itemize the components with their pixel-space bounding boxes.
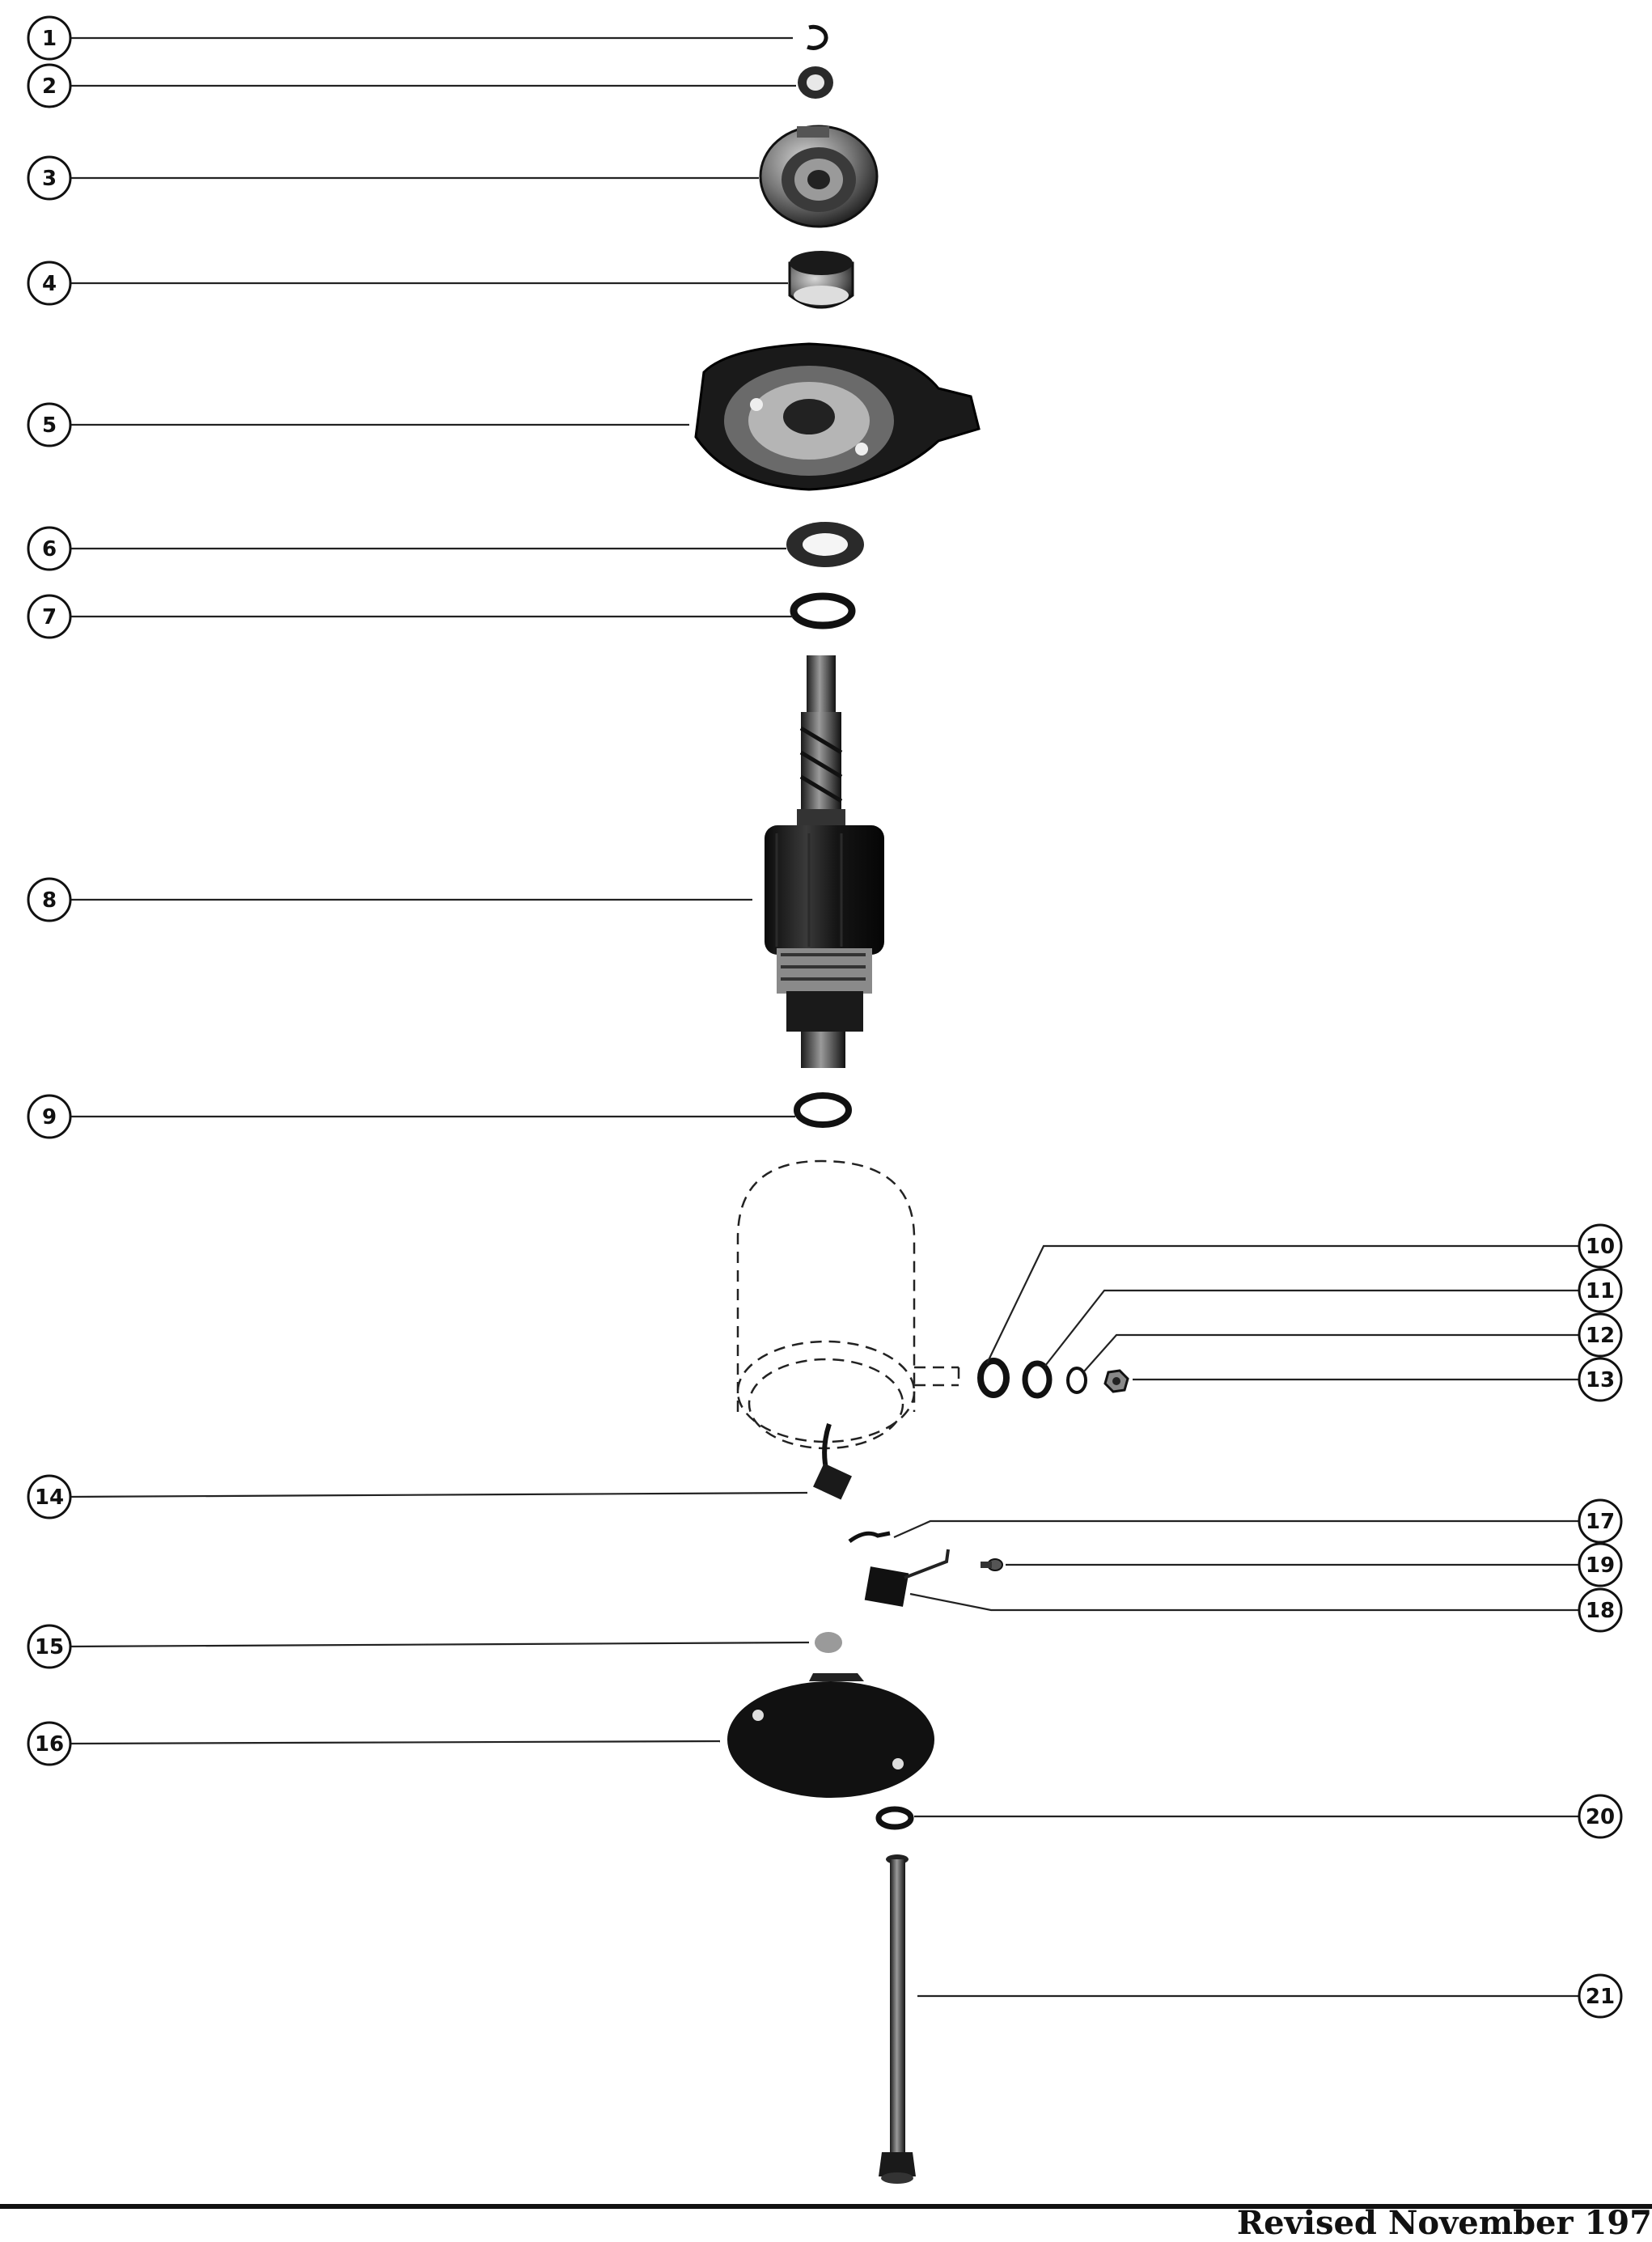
callout-7: 7 bbox=[27, 594, 72, 639]
part-1-snap-ring bbox=[807, 24, 828, 50]
svg-text:6: 6 bbox=[42, 537, 57, 562]
svg-text:14: 14 bbox=[35, 1485, 64, 1510]
part-14-brush bbox=[813, 1423, 852, 1500]
field-frame-phantom bbox=[736, 1159, 960, 1450]
callout-2: 2 bbox=[27, 63, 72, 108]
svg-text:10: 10 bbox=[1586, 1235, 1615, 1259]
part-16-end-cap bbox=[727, 1673, 934, 1798]
svg-text:21: 21 bbox=[1586, 1985, 1615, 2009]
svg-text:18: 18 bbox=[1586, 1599, 1615, 1623]
callout-4: 4 bbox=[27, 261, 72, 306]
part-10-washer bbox=[977, 1358, 1010, 1398]
callout-20: 20 bbox=[1578, 1794, 1623, 1839]
svg-text:17: 17 bbox=[1586, 1510, 1615, 1534]
callout-15: 15 bbox=[27, 1624, 72, 1669]
callout-18: 18 bbox=[1578, 1587, 1623, 1633]
svg-text:20: 20 bbox=[1586, 1805, 1615, 1829]
callout-14: 14 bbox=[27, 1474, 72, 1519]
part-18-brush-lead bbox=[864, 1549, 950, 1607]
callout-8: 8 bbox=[27, 877, 72, 922]
part-8-armature bbox=[765, 655, 884, 1068]
callout-9: 9 bbox=[27, 1094, 72, 1139]
svg-text:5: 5 bbox=[42, 413, 57, 438]
footer-rule bbox=[0, 2204, 1652, 2209]
svg-text:13: 13 bbox=[1586, 1368, 1615, 1392]
part-6-thrust-washer bbox=[786, 522, 864, 567]
part-9-ring bbox=[794, 1092, 852, 1128]
footer-revision-text: Revised November 197 bbox=[1236, 2204, 1652, 2242]
callout-16: 16 bbox=[27, 1721, 72, 1766]
callout-11: 11 bbox=[1578, 1268, 1623, 1313]
part-19-screw bbox=[981, 1558, 1003, 1571]
part-3-drive-assembly bbox=[759, 125, 879, 228]
part-4-sleeve bbox=[788, 251, 854, 309]
callout-21: 21 bbox=[1578, 1973, 1623, 2019]
part-21-through-bolt bbox=[879, 1854, 916, 2184]
svg-text:19: 19 bbox=[1586, 1553, 1615, 1578]
part-12-washer bbox=[1066, 1367, 1087, 1394]
part-11-washer bbox=[1022, 1360, 1053, 1399]
callout-6: 6 bbox=[27, 526, 72, 571]
svg-text:15: 15 bbox=[35, 1635, 64, 1659]
part-20-lock-washer bbox=[875, 1806, 914, 1830]
part-7-ring bbox=[790, 592, 856, 629]
svg-text:12: 12 bbox=[1586, 1324, 1615, 1348]
part-17-spring-clip bbox=[848, 1531, 891, 1544]
svg-text:7: 7 bbox=[42, 605, 57, 629]
callout-17: 17 bbox=[1578, 1498, 1623, 1544]
svg-text:11: 11 bbox=[1586, 1279, 1615, 1303]
callout-3: 3 bbox=[27, 155, 72, 201]
callout-1: 1 bbox=[27, 15, 72, 61]
svg-text:2: 2 bbox=[42, 74, 57, 99]
callout-19: 19 bbox=[1578, 1542, 1623, 1587]
svg-text:9: 9 bbox=[42, 1105, 57, 1129]
svg-text:8: 8 bbox=[42, 888, 57, 913]
callout-12: 12 bbox=[1578, 1312, 1623, 1358]
svg-text:3: 3 bbox=[42, 167, 57, 191]
part-2-washer bbox=[798, 66, 833, 99]
svg-text:4: 4 bbox=[42, 272, 57, 296]
callout-13: 13 bbox=[1578, 1357, 1623, 1402]
svg-text:1: 1 bbox=[42, 27, 57, 51]
svg-text:16: 16 bbox=[35, 1732, 64, 1757]
callout-5: 5 bbox=[27, 402, 72, 447]
part-13-nut bbox=[1103, 1369, 1129, 1393]
part-15-thrust-disc bbox=[815, 1632, 842, 1653]
part-5-end-head bbox=[694, 342, 981, 491]
leader-lines bbox=[70, 36, 1579, 1998]
callout-10: 10 bbox=[1578, 1223, 1623, 1269]
